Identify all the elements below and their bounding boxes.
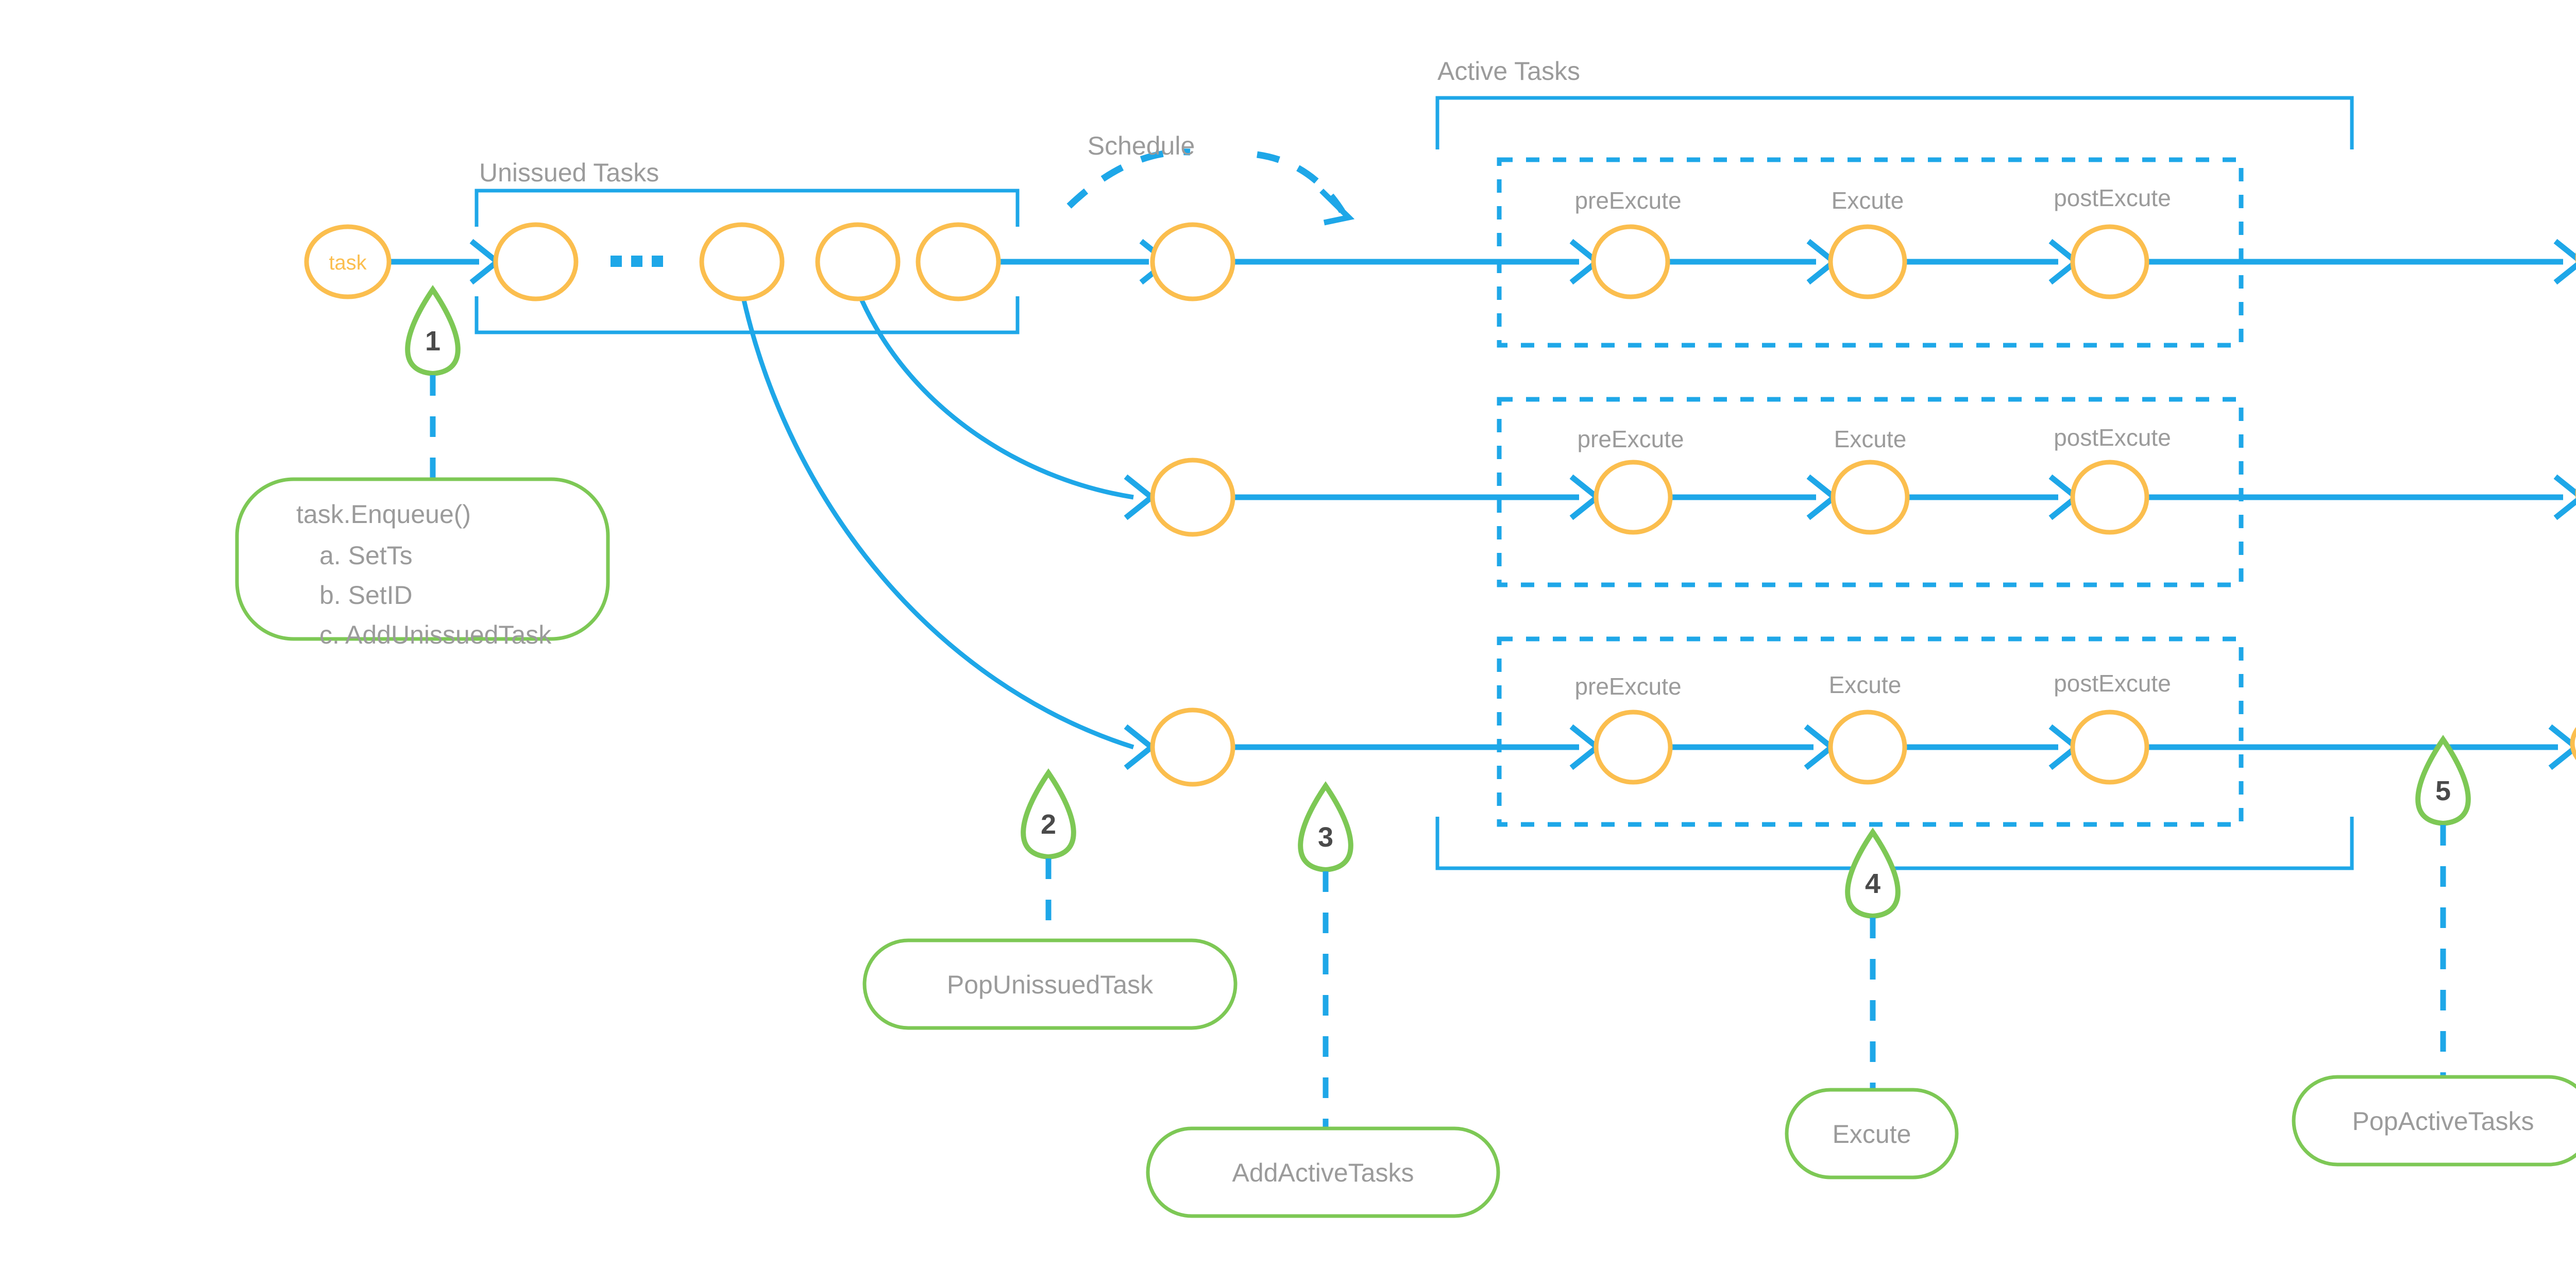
stage-label-main-row-2: Excute — [1834, 426, 1907, 452]
queue-node-1[interactable] — [493, 222, 579, 301]
schedule-node-row-2[interactable] — [1150, 458, 1235, 537]
callout-enqueue-title: task.Enqueue() — [296, 500, 471, 529]
pipeline-box-row-2 — [1497, 397, 2244, 587]
stage-label-post-row-3: postExcute — [2054, 670, 2171, 697]
callout-add-active[interactable]: AddActiveTasks — [1146, 1126, 1500, 1218]
callout-enqueue[interactable]: task.Enqueue() a. SetTs b. SetID c. AddU… — [235, 477, 610, 649]
queue-node-4[interactable] — [916, 222, 1001, 301]
callout-enqueue-step-c: c. AddUnissuedTask — [319, 620, 552, 649]
marker-5-number: 5 — [2435, 775, 2451, 806]
callout-pop-unissued[interactable]: PopUnissuedTask — [862, 938, 1238, 1030]
stage-node-post-row-3[interactable] — [2070, 710, 2149, 785]
stage-node-main-row-3[interactable] — [1828, 710, 1907, 785]
marker-3-number: 3 — [1318, 822, 1333, 853]
pipeline-box-row-1 — [1497, 157, 2244, 348]
queue-ellipsis-icon — [611, 256, 663, 267]
queue-branch-curves — [739, 290, 1156, 770]
marker-2-number: 2 — [1041, 809, 1056, 840]
callout-excute-label: Excute — [1833, 1120, 1911, 1149]
unissued-tasks-label: Unissued Tasks — [479, 158, 659, 187]
stage-node-pre-row-2[interactable] — [1594, 460, 1673, 535]
stage-label-main-row-1: Excute — [1832, 187, 1904, 214]
terminal-node-row-3[interactable] — [2570, 713, 2576, 774]
stage-node-pre-row-3[interactable] — [1594, 710, 1673, 785]
schedule-node-row-3[interactable] — [1150, 707, 1235, 787]
queue-node-3[interactable] — [815, 222, 901, 301]
callout-pop-active-label: PopActiveTasks — [2352, 1107, 2534, 1136]
stage-node-main-row-1[interactable] — [1828, 224, 1907, 299]
marker-2-group[interactable]: 2 — [1021, 768, 1076, 943]
node-task-label: task — [329, 251, 367, 274]
unissued-tasks-bracket — [474, 189, 1020, 334]
stage-label-pre-row-3: preExcute — [1574, 673, 1681, 700]
callout-pop-active[interactable]: PopActiveTasks — [2292, 1075, 2576, 1167]
stage-label-post-row-2: postExcute — [2054, 424, 2171, 451]
marker-1-number: 1 — [425, 326, 440, 357]
marker-5-group[interactable]: 5 — [2415, 735, 2471, 1079]
callout-enqueue-step-b: b. SetID — [319, 581, 413, 610]
marker-4-number: 4 — [1865, 868, 1880, 899]
callout-enqueue-step-a: a. SetTs — [319, 541, 413, 570]
schedule-dashed-arcs — [1066, 148, 1355, 226]
stage-node-pre-row-1[interactable] — [1591, 224, 1670, 299]
callout-add-active-label: AddActiveTasks — [1232, 1158, 1414, 1187]
queue-node-2[interactable] — [699, 222, 785, 301]
stage-label-post-row-1: postExcute — [2054, 184, 2171, 211]
marker-3-group[interactable]: 3 — [1298, 781, 1353, 1131]
callout-pop-unissued-label: PopUnissuedTask — [947, 970, 1154, 999]
marker-4-group[interactable]: 4 — [1845, 828, 1901, 1092]
marker-1-group[interactable]: 1 — [405, 285, 461, 484]
unissued-queue-nodes — [493, 222, 1001, 301]
schedule-label: Schedule — [1088, 131, 1195, 160]
stage-node-post-row-1[interactable] — [2070, 224, 2149, 299]
stage-node-main-row-2[interactable] — [1831, 460, 1910, 535]
active-tasks-label: Active Tasks — [1437, 57, 1580, 86]
stage-label-pre-row-1: preExcute — [1574, 187, 1681, 214]
node-task-source[interactable]: task — [304, 224, 392, 299]
stage-label-main-row-3: Excute — [1829, 671, 1902, 698]
pipeline-box-row-3 — [1497, 636, 2244, 827]
schedule-node-row-1[interactable] — [1150, 222, 1235, 301]
stage-node-post-row-2[interactable] — [2070, 460, 2149, 535]
callout-excute[interactable]: Excute — [1785, 1088, 1959, 1179]
stage-label-pre-row-2: preExcute — [1577, 426, 1684, 452]
